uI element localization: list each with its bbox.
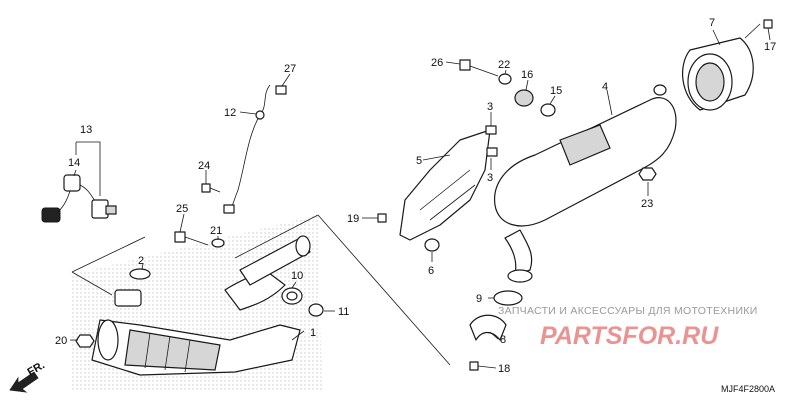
callout-4: 4 — [602, 81, 608, 93]
grommet-10-hole — [286, 291, 298, 301]
callout-26: 26 — [431, 57, 443, 69]
callout-27: 27 — [284, 63, 296, 75]
callout-25: 25 — [176, 203, 188, 215]
callout-5: 5 — [416, 155, 422, 167]
front-arrow-icon — [9, 371, 39, 393]
callout-19: 19 — [347, 213, 359, 225]
muffler-inlet — [507, 269, 533, 283]
heat-shield-5 — [399, 125, 498, 241]
callout-6: 6 — [428, 265, 434, 277]
callout-7: 7 — [709, 17, 715, 29]
sensor-clip — [63, 174, 81, 192]
callout-2: 2 — [138, 255, 144, 267]
callout-12: 12 — [224, 107, 236, 119]
callout-10: 10 — [291, 270, 303, 282]
wire-grommet — [255, 110, 265, 120]
muffler-bracket — [559, 124, 611, 166]
bolt-24 — [201, 183, 221, 193]
gasket-2-flange — [114, 289, 142, 307]
callout-11: 11 — [338, 306, 349, 318]
explode-lines — [71, 214, 451, 366]
callout-24: 24 — [198, 160, 210, 172]
sensor-tip — [105, 205, 117, 215]
rubber-16 — [514, 89, 534, 107]
callout-13: 13 — [80, 124, 92, 136]
callout-1: 1 — [310, 327, 316, 339]
callout-15: 15 — [550, 85, 562, 97]
callout-3-bottom: 3 — [487, 172, 493, 184]
watermark-logo: PARTSFOR.RU — [540, 322, 719, 350]
callout-20: 20 — [55, 335, 67, 347]
grommet-6 — [424, 238, 440, 252]
gasket-2 — [129, 268, 151, 280]
bolt-26 — [459, 59, 499, 77]
pipe-joint-end — [295, 235, 311, 257]
collar-22 — [498, 73, 512, 85]
washer-21 — [211, 238, 225, 248]
nut-23 — [638, 167, 657, 181]
callout-22: 22 — [498, 59, 510, 71]
clamp-8 — [469, 314, 507, 341]
muffler-4 — [493, 84, 677, 283]
muffler-cap-7 — [682, 37, 754, 111]
front-direction-indicator: FR. — [9, 359, 47, 393]
muffler-inlet-pipe — [504, 229, 533, 276]
muffler-mount-boss — [653, 84, 667, 96]
exhaust-pipe-1 — [91, 235, 311, 376]
clip-3-top — [485, 125, 497, 135]
callout-16: 16 — [521, 69, 533, 81]
callout-18: 18 — [498, 363, 510, 375]
callout-23: 23 — [641, 198, 653, 210]
nut-20 — [75, 334, 95, 348]
wire-harness-12 — [223, 84, 287, 214]
clip-3-bottom — [486, 147, 498, 157]
o2-sensor-assembly — [41, 174, 117, 223]
sensor-connector — [41, 207, 61, 223]
callout-9: 9 — [476, 293, 482, 305]
front-direction-label: FR. — [26, 359, 47, 378]
callout-14: 14 — [68, 157, 80, 169]
wire-bolt-27 — [275, 85, 287, 95]
pipe-flange-end — [97, 319, 119, 361]
callout-17: 17 — [764, 41, 776, 53]
callout-3-top: 3 — [487, 101, 493, 113]
bolt-25 — [174, 231, 209, 246]
watermark-tagline: ЗАПЧАСТИ И АКСЕССУАРЫ ДЛЯ МОТОТЕХНИКИ — [498, 305, 758, 317]
callout-numbers: 1 2 3 3 4 5 6 7 8 9 10 11 12 13 14 15 16… — [55, 17, 776, 375]
gasket-9 — [493, 290, 523, 306]
diagram-code: MJF4F2800A — [721, 384, 775, 394]
wire-clip — [223, 204, 235, 214]
washer-15 — [540, 103, 556, 117]
callout-21: 21 — [210, 225, 222, 237]
bolt-18 — [469, 361, 479, 371]
pipe-bend — [224, 269, 286, 311]
collar-11 — [308, 303, 324, 317]
callout-8: 8 — [500, 334, 506, 346]
pipe-joint — [239, 237, 311, 286]
bolt-17 — [763, 19, 773, 29]
callout-leaders — [70, 23, 771, 369]
screw-19 — [377, 213, 387, 223]
